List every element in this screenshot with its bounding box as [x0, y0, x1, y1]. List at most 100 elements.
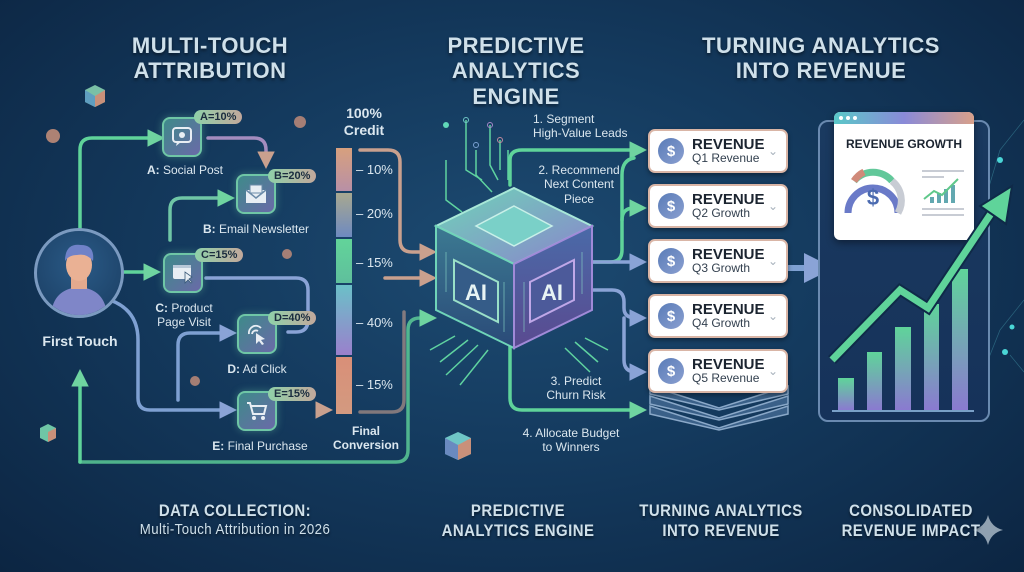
browser-cursor-icon: [173, 265, 193, 284]
dollar-coin-icon: $: [658, 303, 684, 329]
window-dot: [846, 116, 850, 120]
dollar-coin-icon: $: [658, 138, 684, 164]
credit-segment-d: [336, 284, 352, 356]
ai-engine-cube[interactable]: AI AI: [432, 182, 596, 352]
touchpoint-d-label: D: Ad Click: [220, 362, 294, 376]
footer-title: DATA COLLECTION:: [158, 501, 312, 520]
chevron-down-icon[interactable]: ⌄: [767, 144, 778, 158]
revenue-bar: [923, 304, 940, 410]
touchpoint-a-node[interactable]: [162, 117, 202, 157]
touchpoint-b-label: B: Email Newsletter: [196, 222, 316, 236]
ai-label-right: AI: [541, 280, 563, 305]
footer-consolidated-impact: CONSOLIDATED REVENUE IMPACT: [816, 501, 1006, 540]
revenue-card-sub: Q1 Revenue: [692, 150, 760, 165]
footer-line: CONSOLIDATED: [849, 501, 973, 520]
footer-line: PREDICTIVE: [470, 501, 566, 520]
chevron-down-icon[interactable]: ⌄: [767, 309, 778, 323]
revenue-card-title: REVENUE: [692, 355, 765, 373]
gauge-and-minichart: $: [844, 168, 964, 216]
step-line: 1. Segment: [533, 112, 595, 126]
footer-line: TURNING ANALYTICS: [639, 501, 803, 520]
revenue-card-sub: Q5 Revenue: [692, 370, 760, 385]
window-titlebar: [834, 112, 974, 124]
touchpoint-key: B:: [202, 222, 216, 236]
credit-bar-footer: Final Conversion: [326, 424, 406, 453]
click-pointer-icon: [248, 324, 265, 345]
header-line: ANALYTICS ENGINE: [451, 58, 581, 109]
step-line: 4. Allocate Budget: [522, 426, 620, 440]
revenue-bar-chart: [832, 250, 974, 412]
credit-pct-value: 15%: [366, 255, 393, 270]
touchpoint-a-label: A: Social Post: [140, 163, 230, 177]
revenue-card-sub: Q3 Growth: [692, 260, 751, 275]
credit-pct-c: – 15%: [356, 255, 393, 270]
touchpoint-e-node[interactable]: [237, 391, 277, 431]
credit-footer-line: Conversion: [332, 438, 399, 453]
revenue-card-sub: Q4 Growth: [692, 315, 751, 330]
revenue-bar: [866, 352, 883, 410]
header-line: MULTI-TOUCH: [131, 33, 289, 58]
window-dot: [839, 116, 843, 120]
ai-label-left: AI: [465, 280, 487, 305]
gauge-dollar-icon: $: [867, 185, 879, 210]
credit-bar: [336, 148, 352, 415]
revenue-bar: [952, 269, 968, 410]
envelope-icon: [245, 184, 267, 203]
footer-line: ANALYTICS ENGINE: [441, 520, 595, 540]
credit-bar-title: 100% Credit: [332, 105, 396, 139]
user-avatar-icon: [51, 244, 107, 315]
revenue-stack-layers: [649, 384, 789, 431]
credit-pct-d: – 40%: [356, 315, 393, 330]
dollar-coin-icon: $: [658, 358, 684, 384]
chevron-down-icon[interactable]: ⌄: [767, 199, 778, 213]
credit-pct-value: 10%: [366, 162, 393, 177]
header-multi-touch-attribution: MULTI-TOUCH ATTRIBUTION: [118, 33, 302, 84]
revenue-card-title: REVENUE: [692, 300, 765, 318]
credit-footer-line: Final: [351, 424, 380, 438]
footer-predictive-engine: PREDICTIVE ANALYTICS ENGINE: [418, 501, 618, 540]
revenue-bar: [895, 326, 911, 410]
revenue-card-title: REVENUE: [692, 245, 765, 263]
credit-pct-value: 40%: [366, 315, 393, 330]
header-line: PREDICTIVE: [447, 33, 585, 58]
touchpoint-c-badge: C=15%: [195, 248, 244, 262]
chat-bubble-icon: [172, 127, 192, 146]
first-touch-avatar[interactable]: [34, 228, 124, 318]
header-line: ATTRIBUTION: [133, 58, 287, 84]
step-line: to Winners: [542, 440, 600, 455]
credit-pct-e: – 15%: [356, 377, 393, 392]
footer-line: INTO REVENUE: [662, 520, 780, 540]
revenue-bar: [838, 378, 854, 410]
touchpoint-b-node[interactable]: [236, 174, 276, 214]
touchpoint-e-badge: E=15%: [268, 387, 316, 401]
touchpoint-key: C:: [155, 301, 168, 315]
touchpoint-name: Final Purchase: [227, 439, 308, 453]
revenue-card-sub: Q2 Growth: [692, 205, 751, 220]
first-touch-label: First Touch: [42, 333, 118, 349]
touchpoint-key: E:: [212, 439, 225, 453]
credit-pct-value: 20%: [366, 206, 393, 221]
touchpoint-key: D:: [227, 362, 240, 376]
step-line: 3. Predict: [550, 374, 602, 388]
touchpoint-e-label: E: Final Purchase: [208, 439, 312, 453]
chevron-down-icon[interactable]: ⌄: [767, 364, 778, 378]
credit-segment-c: [336, 238, 352, 283]
credit-pct-a: – 10%: [356, 162, 393, 177]
touchpoint-name: Ad Click: [242, 362, 287, 376]
footer-data-collection: DATA COLLECTION: Multi-Touch Attribution…: [90, 501, 380, 538]
revenue-growth-window[interactable]: REVENUE GROWTH $: [834, 112, 974, 240]
touchpoint-name: Email Newsletter: [218, 222, 310, 236]
dollar-coin-icon: $: [658, 193, 684, 219]
credit-segment-e: [336, 357, 352, 415]
chevron-down-icon[interactable]: ⌄: [767, 254, 778, 268]
credit-pct-value: 15%: [366, 377, 393, 392]
